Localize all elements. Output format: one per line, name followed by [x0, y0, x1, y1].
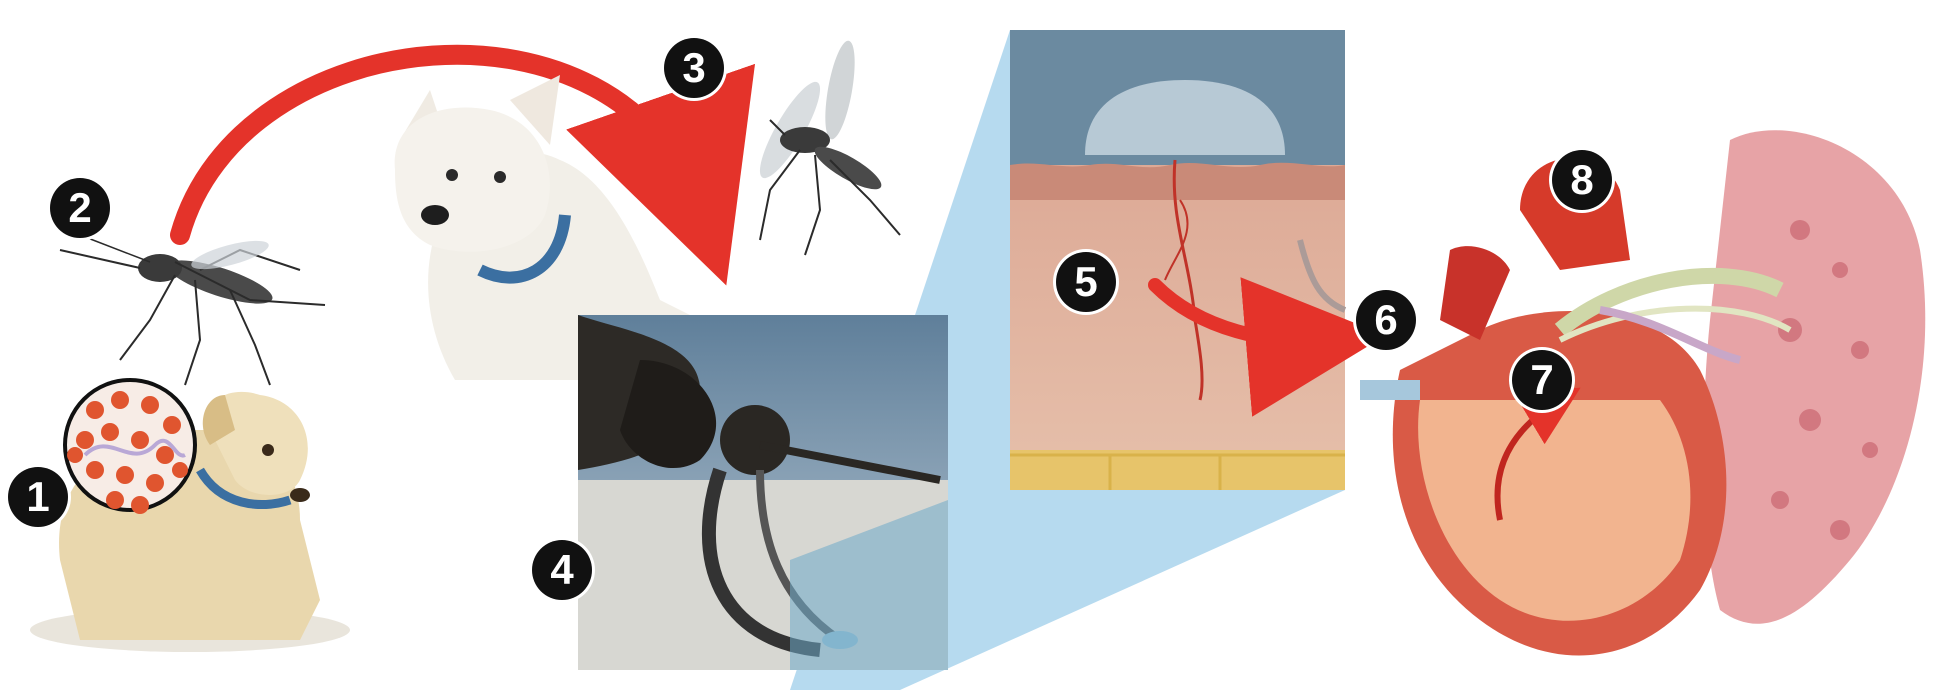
- transmission-arrow-to-dog: [650, 210, 700, 260]
- step-marker-1: 1: [8, 467, 68, 527]
- heart-and-lung-illustration: [1360, 130, 1925, 655]
- step-marker-3: 3: [664, 38, 724, 98]
- skin-cross-section-panel: [1010, 30, 1345, 490]
- flying-mosquito-illustration: [750, 39, 900, 255]
- step-marker-8: 8: [1552, 150, 1612, 210]
- blood-microfilariae-inset: [65, 380, 195, 514]
- step-marker-5: 5: [1056, 252, 1116, 312]
- step-marker-7: 7: [1512, 350, 1572, 410]
- step-marker-6: 6: [1356, 290, 1416, 350]
- step-marker-4: 4: [532, 540, 592, 600]
- step-marker-2: 2: [50, 178, 110, 238]
- mosquito-feeding-illustration: [60, 235, 325, 385]
- proboscis-closeup-panel: [578, 315, 948, 670]
